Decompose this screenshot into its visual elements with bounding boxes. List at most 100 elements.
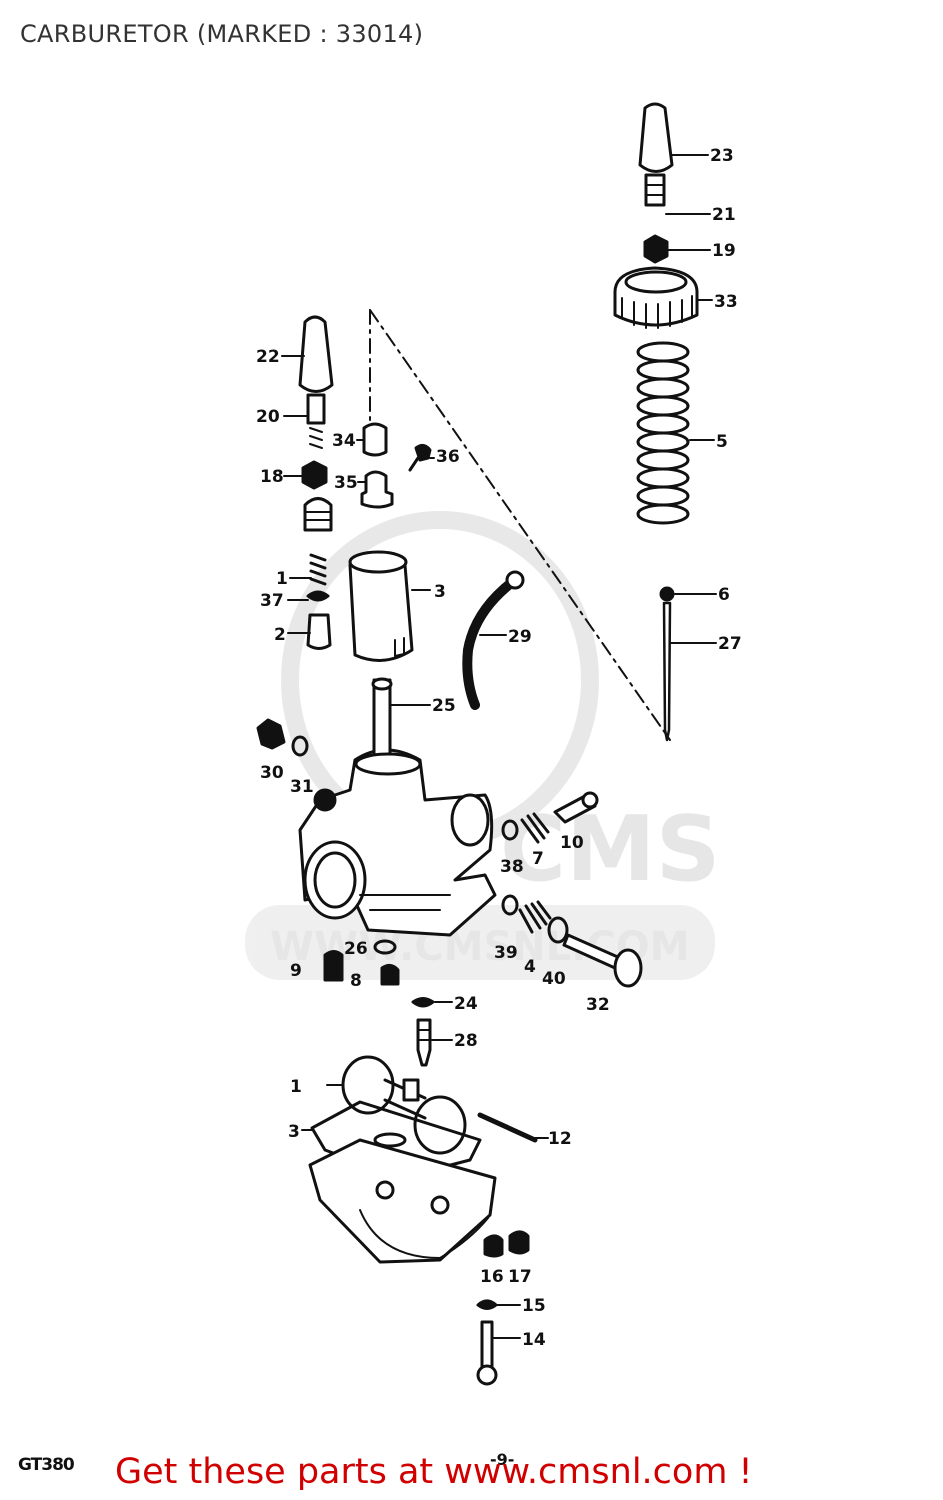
gasket-3 (310, 1100, 482, 1180)
nut-18 (301, 460, 328, 490)
label-37: 37 (260, 591, 284, 611)
washer-39 (501, 894, 519, 916)
cap-23 (638, 102, 674, 173)
washer-15 (476, 1299, 498, 1310)
spring-4 (518, 900, 552, 934)
label-15: 15 (522, 1296, 546, 1316)
label-22: 22 (256, 347, 280, 367)
screw-36 (408, 443, 432, 472)
diagram-title: CARBURETOR (MARKED : 33014) (20, 20, 424, 48)
label-12: 12 (548, 1129, 572, 1149)
jet-8 (380, 963, 400, 986)
watermark-logo: CMS (500, 797, 720, 902)
label-33: 33 (714, 292, 738, 312)
top-cap-33-ribs (621, 295, 693, 329)
label-6: 6 (718, 585, 730, 605)
pin-12 (477, 1112, 538, 1143)
washer-26 (373, 939, 397, 955)
float-bowl (308, 1132, 497, 1264)
washer-38 (501, 819, 519, 841)
throttle-valve-3-slot (394, 637, 405, 657)
label-9: 9 (290, 961, 302, 981)
label-3-gasket: 3 (288, 1122, 300, 1142)
label-26: 26 (344, 939, 368, 959)
guide-line (369, 309, 671, 741)
label-25: 25 (432, 696, 456, 716)
carburetor-body (298, 677, 497, 937)
adjuster-21-thread (645, 184, 665, 196)
part-labels: 23 21 19 33 5 6 27 22 20 34 36 18 35 1 3… (256, 146, 742, 1350)
clip-6 (659, 586, 675, 602)
label-5: 5 (716, 432, 728, 452)
label-23: 23 (710, 146, 734, 166)
hose-29-end (505, 570, 525, 590)
label-32: 32 (586, 995, 610, 1015)
washer-31 (291, 735, 309, 757)
label-24: 24 (454, 994, 478, 1014)
throttle-valve-3-top (348, 550, 408, 574)
top-cap-33-top (624, 270, 688, 294)
label-18: 18 (260, 467, 284, 487)
cta-link[interactable]: Get these parts at www.cmsnl.com ! (115, 1452, 753, 1492)
label-27: 27 (718, 634, 742, 654)
bolt-35 (360, 470, 394, 509)
screw-32-head (613, 948, 643, 988)
starter-body-thread (304, 511, 332, 521)
starter-body (303, 497, 333, 532)
adjuster-20-thread (309, 427, 323, 449)
label-17: 17 (508, 1267, 532, 1287)
bolt-30 (256, 718, 286, 750)
label-21: 21 (712, 205, 736, 225)
label-2: 2 (274, 625, 286, 645)
adjuster-20 (306, 393, 326, 425)
label-16: 16 (480, 1267, 504, 1287)
page-number: -9- (490, 1450, 515, 1469)
label-1-float: 1 (290, 1077, 302, 1097)
leader-lines (281, 154, 717, 1339)
cap-22 (298, 315, 334, 393)
clip-37 (306, 590, 330, 602)
label-31: 31 (290, 777, 314, 797)
needle-valve-28-seat (417, 1029, 431, 1041)
label-29: 29 (508, 627, 532, 647)
label-35: 35 (334, 473, 358, 493)
label-36: 36 (436, 447, 460, 467)
screw-10-head (581, 791, 599, 809)
washer-40 (547, 916, 569, 944)
drain-screw-14 (480, 1320, 494, 1370)
label-4: 4 (524, 957, 536, 977)
model-tag: GT380 (18, 1455, 75, 1475)
plug-16 (483, 1234, 504, 1258)
jet-9 (323, 950, 344, 982)
label-7: 7 (532, 849, 544, 869)
spring-7 (520, 812, 550, 844)
label-30: 30 (260, 763, 284, 783)
label-1-top: 1 (276, 569, 288, 589)
label-20: 20 (256, 407, 280, 427)
float-1 (341, 1055, 467, 1155)
nut-19 (643, 234, 669, 264)
washer-24 (411, 997, 435, 1008)
label-10: 10 (560, 833, 584, 853)
drain-screw-14-head (476, 1364, 498, 1386)
label-3-top: 3 (434, 582, 446, 602)
label-14: 14 (522, 1330, 546, 1350)
label-34: 34 (332, 431, 356, 451)
adjuster-21 (644, 173, 666, 207)
cap-34 (362, 422, 388, 457)
needle-valve-28 (416, 1018, 432, 1067)
label-39: 39 (494, 943, 518, 963)
hose-29 (462, 575, 520, 710)
label-8: 8 (350, 971, 362, 991)
spring-1-top (309, 553, 327, 586)
label-28: 28 (454, 1031, 478, 1051)
label-40: 40 (542, 969, 566, 989)
spring-5 (636, 341, 690, 525)
plunger-2 (306, 613, 332, 650)
washer-17 (508, 1230, 530, 1255)
label-19: 19 (712, 241, 736, 261)
needle-27 (662, 601, 672, 742)
label-38: 38 (500, 857, 524, 877)
